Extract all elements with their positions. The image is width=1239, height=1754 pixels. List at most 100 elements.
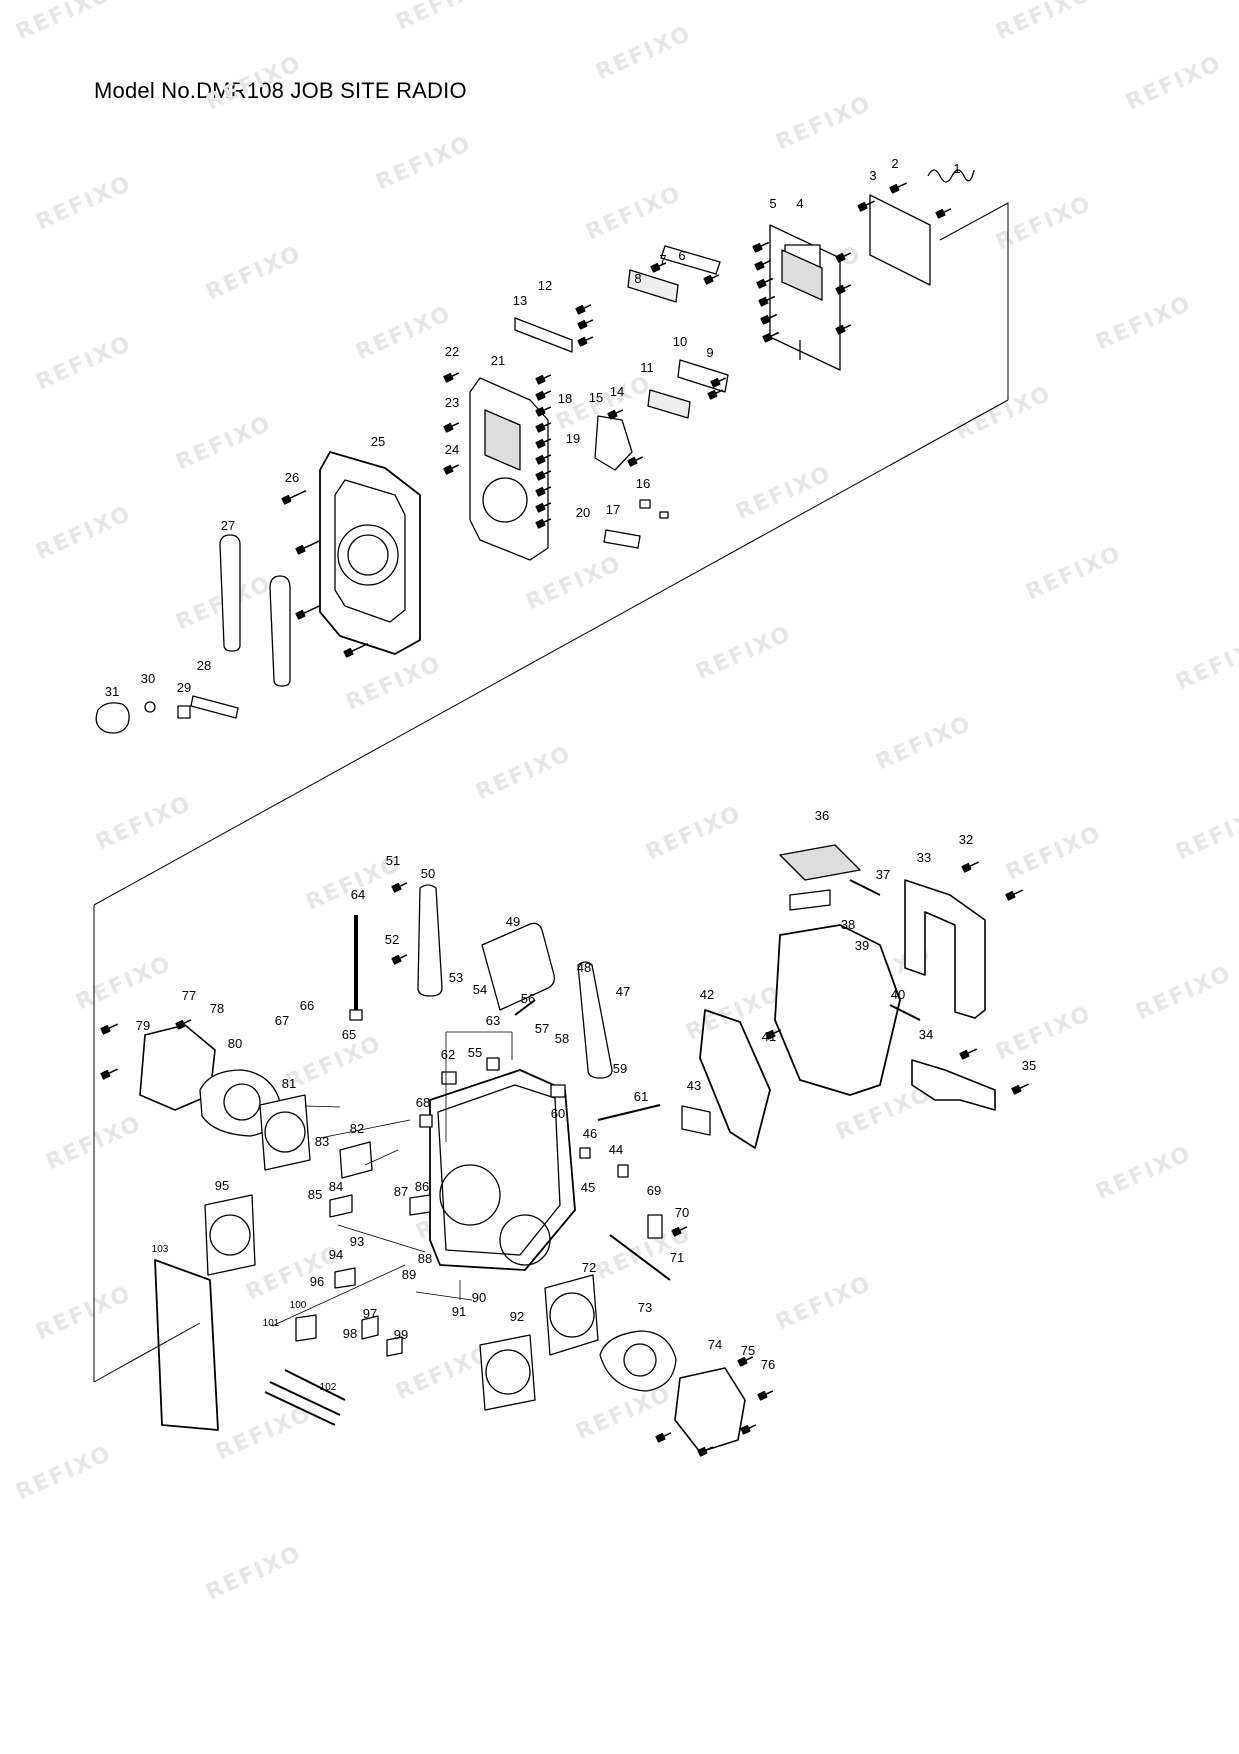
front-bumper-speaker-inner — [347, 534, 389, 576]
part-label-49: 49 — [506, 914, 520, 929]
part-label-43: 43 — [687, 1078, 701, 1093]
part-label-15: 15 — [589, 390, 603, 405]
screw — [754, 259, 772, 271]
part-label-54: 54 — [473, 982, 487, 997]
watermark-text: REFIXO — [522, 551, 625, 615]
part-label-10: 10 — [673, 334, 687, 349]
screw-shank — [543, 502, 552, 508]
assembly-frames — [93, 202, 1009, 1383]
screw-shank — [615, 409, 624, 415]
screw-head — [100, 1069, 111, 1080]
battery-tube-49 — [481, 922, 555, 1011]
watermark-text: REFIXO — [202, 51, 305, 115]
screw — [343, 642, 369, 658]
part-label-6: 6 — [678, 248, 685, 263]
screw — [935, 208, 952, 219]
screw — [756, 277, 774, 289]
screw-shank — [843, 284, 852, 290]
button-panel-11 — [647, 389, 691, 419]
part-label-26: 26 — [285, 470, 299, 485]
screw-head — [740, 1424, 751, 1435]
side-panel-92 — [479, 1334, 536, 1411]
screw-shank — [718, 377, 727, 383]
screw-head — [1011, 1084, 1022, 1095]
screw — [295, 539, 321, 555]
screw — [607, 409, 624, 420]
watermark-text: REFIXO — [202, 1541, 305, 1605]
part-label-52: 52 — [385, 932, 399, 947]
screw-head — [627, 456, 638, 467]
screw — [740, 1424, 757, 1435]
screw-shank — [543, 390, 552, 396]
pin-40 — [889, 1004, 921, 1021]
part-label-103: 103 — [152, 1244, 169, 1255]
part-label-59: 59 — [613, 1061, 627, 1076]
part-label-29: 29 — [177, 680, 191, 695]
main-housing-inner — [437, 1084, 561, 1256]
screw-head — [575, 304, 586, 315]
screw-shank — [543, 486, 552, 492]
screw-head — [857, 201, 868, 212]
screw — [577, 319, 594, 330]
gasket-103 — [154, 1259, 219, 1431]
side-panel-95-hole — [209, 1214, 251, 1256]
part-label-24: 24 — [445, 442, 459, 457]
screw-shank — [351, 642, 369, 653]
screw-shank — [762, 259, 772, 266]
screw-shank — [108, 1023, 119, 1030]
leader-line — [364, 1149, 399, 1166]
watermark-text: REFIXO — [282, 1031, 385, 1095]
part-label-50: 50 — [421, 866, 435, 881]
watermark-text: REFIXO — [582, 181, 685, 245]
part-label-51: 51 — [386, 853, 400, 868]
board-100 — [295, 1314, 317, 1342]
watermark-text: REFIXO — [1132, 961, 1235, 1025]
part-number-labels: 1234567891011121314151617181920212223242… — [105, 156, 1036, 1393]
part-label-101: 101 — [263, 1318, 280, 1329]
screw-head — [762, 332, 773, 343]
screw — [535, 486, 552, 497]
upper-diagonal-top — [939, 202, 1009, 400]
screw-head — [757, 1390, 768, 1401]
screw-head — [737, 1356, 748, 1367]
watermark-text: REFIXO — [1122, 51, 1225, 115]
screw — [835, 324, 852, 335]
part-label-42: 42 — [700, 987, 714, 1002]
speaker-gasket-72 — [544, 1274, 599, 1356]
watermark-text: REFIXO — [12, 1441, 115, 1505]
part-label-89: 89 — [402, 1267, 416, 1282]
part-label-13: 13 — [513, 293, 527, 308]
leader-line — [337, 1224, 426, 1253]
part-label-88: 88 — [418, 1251, 432, 1266]
screw-shank — [969, 861, 980, 868]
part-label-8: 8 — [634, 271, 641, 286]
watermark-text: REFIXO — [732, 461, 835, 525]
screw — [655, 1432, 672, 1443]
part-label-80: 80 — [228, 1036, 242, 1051]
screw — [100, 1068, 119, 1080]
screw — [760, 313, 778, 325]
knob-bracket-28 — [190, 695, 239, 719]
screw-shank — [303, 539, 321, 550]
part-label-94: 94 — [329, 1247, 343, 1262]
cable-tie-102b — [269, 1381, 341, 1416]
screw — [391, 882, 408, 893]
clip-16 — [639, 499, 651, 509]
part-label-63: 63 — [486, 1013, 500, 1028]
part-label-28: 28 — [197, 658, 211, 673]
speaker-gasket-81 — [259, 1094, 311, 1171]
screw-head — [100, 1024, 111, 1035]
antenna-base-65 — [349, 1009, 363, 1021]
screw-head — [443, 372, 454, 383]
screw — [671, 1226, 688, 1237]
screw-shank — [585, 336, 594, 342]
screw — [295, 604, 321, 620]
main-housing-63 — [429, 1069, 576, 1271]
part-label-22: 22 — [445, 344, 459, 359]
screw — [535, 422, 552, 433]
screw — [535, 454, 552, 465]
part-label-95: 95 — [215, 1178, 229, 1193]
part-label-100: 100 — [290, 1300, 307, 1311]
board-86 — [409, 1194, 431, 1216]
cable-tie-102c — [284, 1369, 346, 1401]
